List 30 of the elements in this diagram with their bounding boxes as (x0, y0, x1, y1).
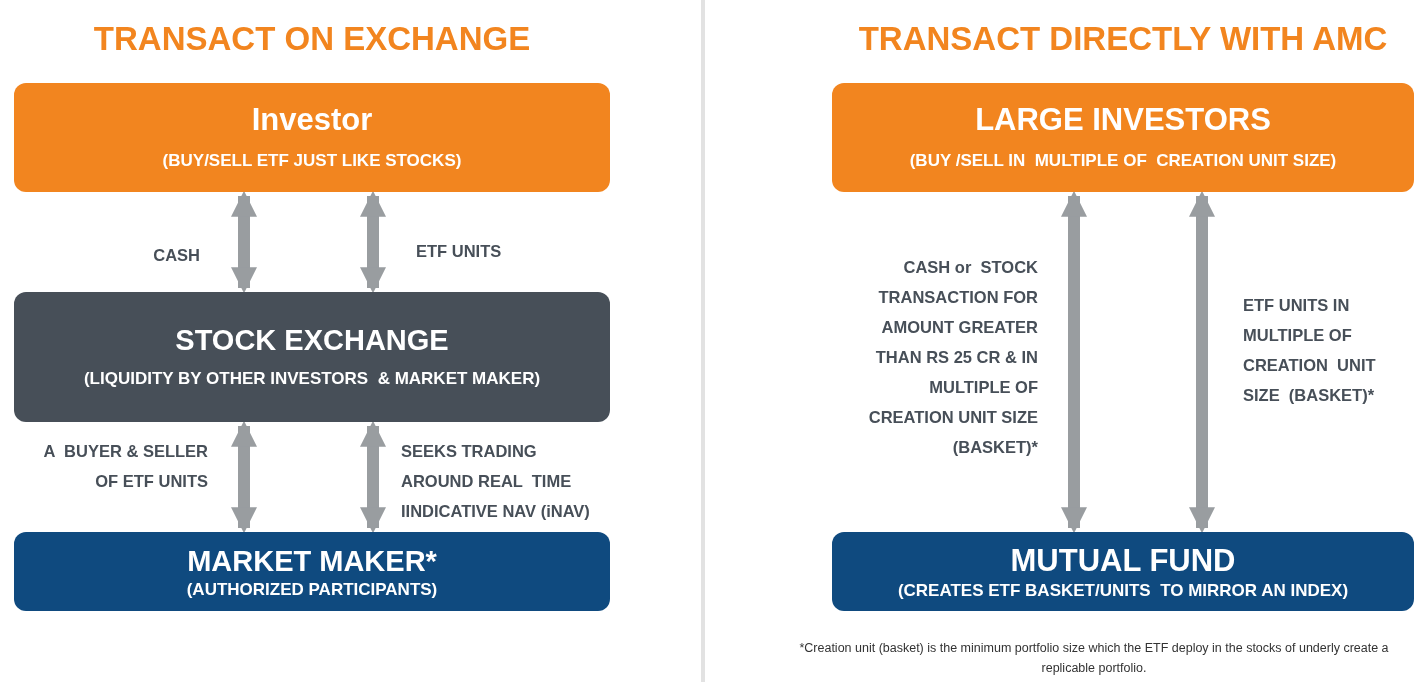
process-box (14, 532, 610, 611)
box-subtitle: (BUY/SELL ETF JUST LIKE STOCKS) (162, 150, 462, 173)
edge-label: ETF UNITS (416, 241, 503, 262)
edge-label: SEEKS TRADING AROUND REAL TIME IINDICATIVE NAV (iNAV) (401, 441, 591, 522)
process-box (14, 292, 610, 422)
edge-label: CASH (152, 245, 200, 266)
edge-label: A BUYER & SELLER OF ETF UNITS (42, 441, 208, 492)
box-title: MARKET MAKER* (187, 543, 437, 579)
box-subtitle: (CREATES ETF BASKET/UNITS TO MIRROR AN INDEX) (897, 580, 1349, 602)
double-arrow (231, 420, 257, 534)
double-arrow (1189, 190, 1215, 534)
double-arrow (360, 420, 386, 534)
process-box (832, 83, 1414, 192)
double-arrow (231, 190, 257, 294)
process-box (832, 532, 1414, 611)
box-title: STOCK EXCHANGE (175, 323, 449, 359)
box-subtitle: (LIQUIDITY BY OTHER INVESTORS & MARKET MAKER) (83, 368, 541, 391)
box-subtitle: (BUY /SELL IN MULTIPLE OF CREATION UNIT SIZE) (909, 150, 1337, 173)
double-arrow (1061, 190, 1087, 534)
box-subtitle: (AUTHORIZED PARTICIPANTS) (186, 579, 438, 601)
double-arrow (360, 190, 386, 294)
process-box (14, 83, 610, 192)
edge-label: ETF UNITS IN MULTIPLE OF CREATION UNIT SIZE (BASKET)* (1243, 295, 1377, 406)
footnote: *Creation unit (basket) is the minimum portfolio size which the ETF deploy in the stocks of underly create a replicable portfolio. (798, 640, 1390, 677)
section-heading: TRANSACT ON EXCHANGE (92, 19, 532, 59)
box-title: Investor (251, 101, 373, 140)
edge-label: CASH or STOCK TRANSACTION FOR AMOUNT GREATER THAN RS 25 CR & IN MULTIPLE OF CREATION UNIT SIZE (BASKET)* (867, 257, 1038, 458)
box-title: LARGE INVESTORS (975, 101, 1271, 140)
section-heading: TRANSACT DIRECTLY WITH AMC (857, 19, 1389, 59)
box-title: MUTUAL FUND (1010, 541, 1236, 580)
